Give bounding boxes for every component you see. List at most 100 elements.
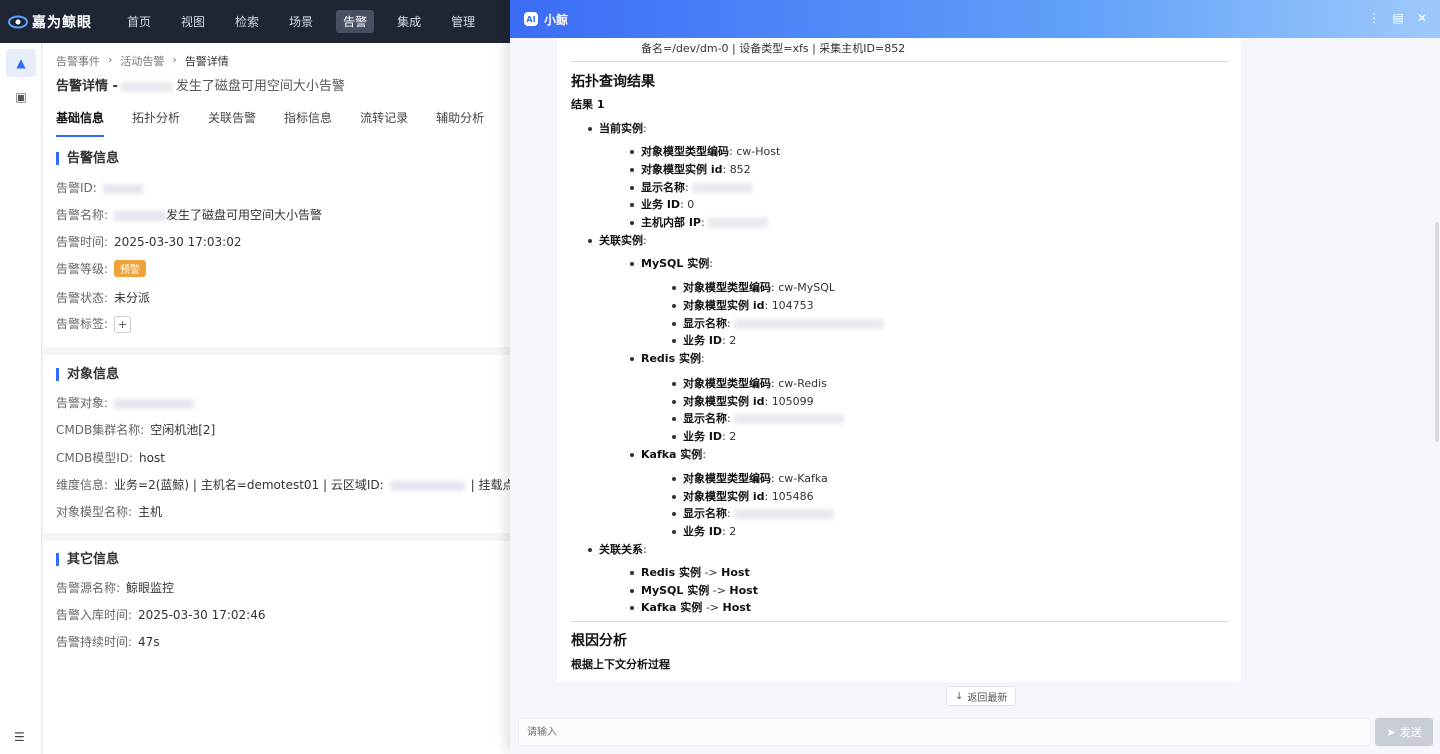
bullet-icon — [630, 186, 634, 190]
redacted-text — [733, 319, 884, 329]
relations-label: 关联关系 — [599, 543, 643, 556]
nav-item[interactable]: 检索 — [235, 15, 260, 29]
field-label: 主机内部 IP — [641, 216, 701, 229]
nav-item[interactable]: 告警 — [336, 10, 375, 33]
field-value: cw-Kafka — [778, 472, 828, 485]
relation-item: Kafka 实例 -> Host — [630, 599, 751, 615]
bullet-icon — [672, 400, 676, 404]
bullet-icon — [630, 571, 634, 575]
field-label: 显示名称 — [641, 181, 685, 194]
list-item: 显示名称: — [630, 179, 752, 195]
redacted-text — [114, 210, 167, 221]
alert-time-row: 告警时间: 2025-03-30 17:03:02 — [56, 233, 242, 250]
back-to-latest-label: 返回最新 — [967, 692, 1008, 704]
alert-time-label: 告警时间: — [56, 235, 109, 249]
breadcrumb: 告警事件 › 活动告警 › 告警详情 — [56, 53, 237, 69]
field-value: cw-Redis — [778, 377, 827, 390]
redacted-text — [102, 183, 143, 194]
bullet-icon — [588, 127, 592, 131]
bullet-icon — [672, 530, 676, 534]
list-item: 业务 ID: 2 — [672, 332, 736, 348]
content-divider — [571, 621, 1228, 622]
tab-item[interactable]: 流转记录 — [360, 111, 409, 125]
alert-time-value: 2025-03-30 17:03:02 — [114, 235, 242, 249]
send-button[interactable]: ➤ 发送 — [1375, 718, 1433, 746]
nav-item[interactable]: 首页 — [127, 15, 152, 29]
bullet-icon — [672, 512, 676, 516]
field-label: 对象模型类型编码 — [683, 472, 771, 485]
left-rail: ▲ ▣ ☰ — [0, 43, 42, 754]
relation-arrow: -> — [705, 601, 719, 614]
list-item: 主机内部 IP: — [630, 214, 768, 230]
logo-text: 嘉为鲸眼 — [32, 14, 92, 31]
tab-item[interactable]: 指标信息 — [284, 111, 333, 125]
nav-item[interactable]: 场景 — [289, 15, 314, 29]
tab-item[interactable]: 拓扑分析 — [132, 111, 181, 125]
tab-item[interactable]: 关联告警 — [208, 111, 257, 125]
section-divider — [43, 533, 510, 541]
section-title-alert-info: 告警信息 — [56, 152, 119, 165]
field-value: 104753 — [771, 299, 814, 312]
bullet-icon — [630, 203, 634, 207]
more-icon[interactable]: ⋮ — [1368, 11, 1380, 25]
nav-item[interactable]: 集成 — [397, 15, 422, 29]
cmdb-cluster-row: CMDB集群名称:空闲机池[2] — [56, 421, 215, 438]
nav-item[interactable]: 管理 — [451, 15, 476, 29]
redacted-text — [733, 509, 834, 519]
list-item: 业务 ID: 0 — [630, 196, 694, 212]
field-value: 2 — [729, 334, 737, 347]
chat-input[interactable] — [518, 718, 1371, 746]
close-icon[interactable]: ✕ — [1416, 11, 1428, 25]
menu-collapse-icon[interactable]: ☰ — [14, 730, 25, 744]
field-label: 对象模型类型编码 — [683, 281, 771, 294]
field-label: 对象模型实例 id — [683, 395, 765, 408]
breadcrumb-item[interactable]: 活动告警 — [120, 55, 165, 68]
logo[interactable]: 嘉为鲸眼 — [0, 12, 112, 32]
list-item: 当前实例: — [588, 120, 647, 136]
topo-heading: 拓扑查询结果 — [571, 74, 655, 90]
alert-level-label: 告警等级: — [56, 262, 109, 276]
assistant-message: 备名=/dev/dm-0 | 设备类型=xfs | 采集主机ID=852 拓扑查… — [557, 38, 1241, 682]
bullet-icon — [672, 435, 676, 439]
instance-title: MySQL 实例 — [641, 257, 710, 270]
list-item: 对象模型类型编码: cw-Redis — [672, 375, 827, 391]
back-to-latest-button[interactable]: ↓ 返回最新 — [946, 686, 1017, 706]
list-item: Kafka 实例: — [630, 446, 706, 462]
alert-target-row: 告警对象: — [56, 394, 195, 411]
report-rail-button[interactable]: ▣ — [6, 83, 36, 111]
assistant-header: AI 小鲸 ⋮ ▤ ✕ — [510, 0, 1440, 38]
breadcrumb-current: 告警详情 — [184, 55, 229, 68]
alert-source-value: 鲸眼监控 — [126, 581, 175, 595]
alert-detail-page: 告警事件 › 活动告警 › 告警详情 告警详情 -发生了磁盘可用空间大小告警 基… — [43, 43, 510, 754]
section-divider — [43, 347, 510, 355]
bullet-icon — [630, 221, 634, 225]
list-item: 对象模型类型编码: cw-MySQL — [672, 279, 835, 295]
bullet-icon — [588, 548, 592, 552]
alert-id-label: 告警ID: — [56, 181, 97, 195]
send-label: 发送 — [1399, 726, 1422, 739]
field-label: 业务 ID — [683, 525, 723, 538]
dimension-row: 维度信息:业务=2(蓝鲸) | 主机名=demotest01 | 云区域ID:|… — [56, 476, 510, 493]
root-cause-subheading: 根据上下文分析过程 — [571, 658, 670, 671]
field-label: 对象模型实例 id — [683, 299, 765, 312]
relation-from: MySQL 实例 — [641, 584, 710, 597]
tab-item[interactable]: 辅助分析 — [436, 111, 485, 125]
field-label: 显示名称 — [683, 507, 727, 520]
related-instances-label: 关联实例 — [599, 234, 643, 247]
list-item: 显示名称: — [672, 410, 844, 426]
cmdb-model-value: host — [139, 451, 165, 465]
tab-item[interactable]: 基础信息 — [56, 109, 105, 137]
breadcrumb-item[interactable]: 告警事件 — [56, 55, 100, 68]
scrollbar[interactable] — [1435, 222, 1439, 442]
list-item: 业务 ID: 2 — [672, 428, 736, 444]
field-label: 业务 ID — [683, 334, 723, 347]
list-item: 对象模型实例 id: 105486 — [672, 488, 814, 504]
report-icon: ▣ — [15, 90, 27, 104]
bullet-icon — [672, 339, 676, 343]
alert-level-badge: 预警 — [114, 260, 147, 277]
alert-rail-button[interactable]: ▲ — [6, 49, 36, 77]
content-divider — [571, 61, 1228, 62]
add-tag-button[interactable]: + — [114, 316, 132, 333]
delete-icon[interactable]: ▤ — [1392, 11, 1404, 25]
nav-item[interactable]: 视图 — [181, 15, 206, 29]
